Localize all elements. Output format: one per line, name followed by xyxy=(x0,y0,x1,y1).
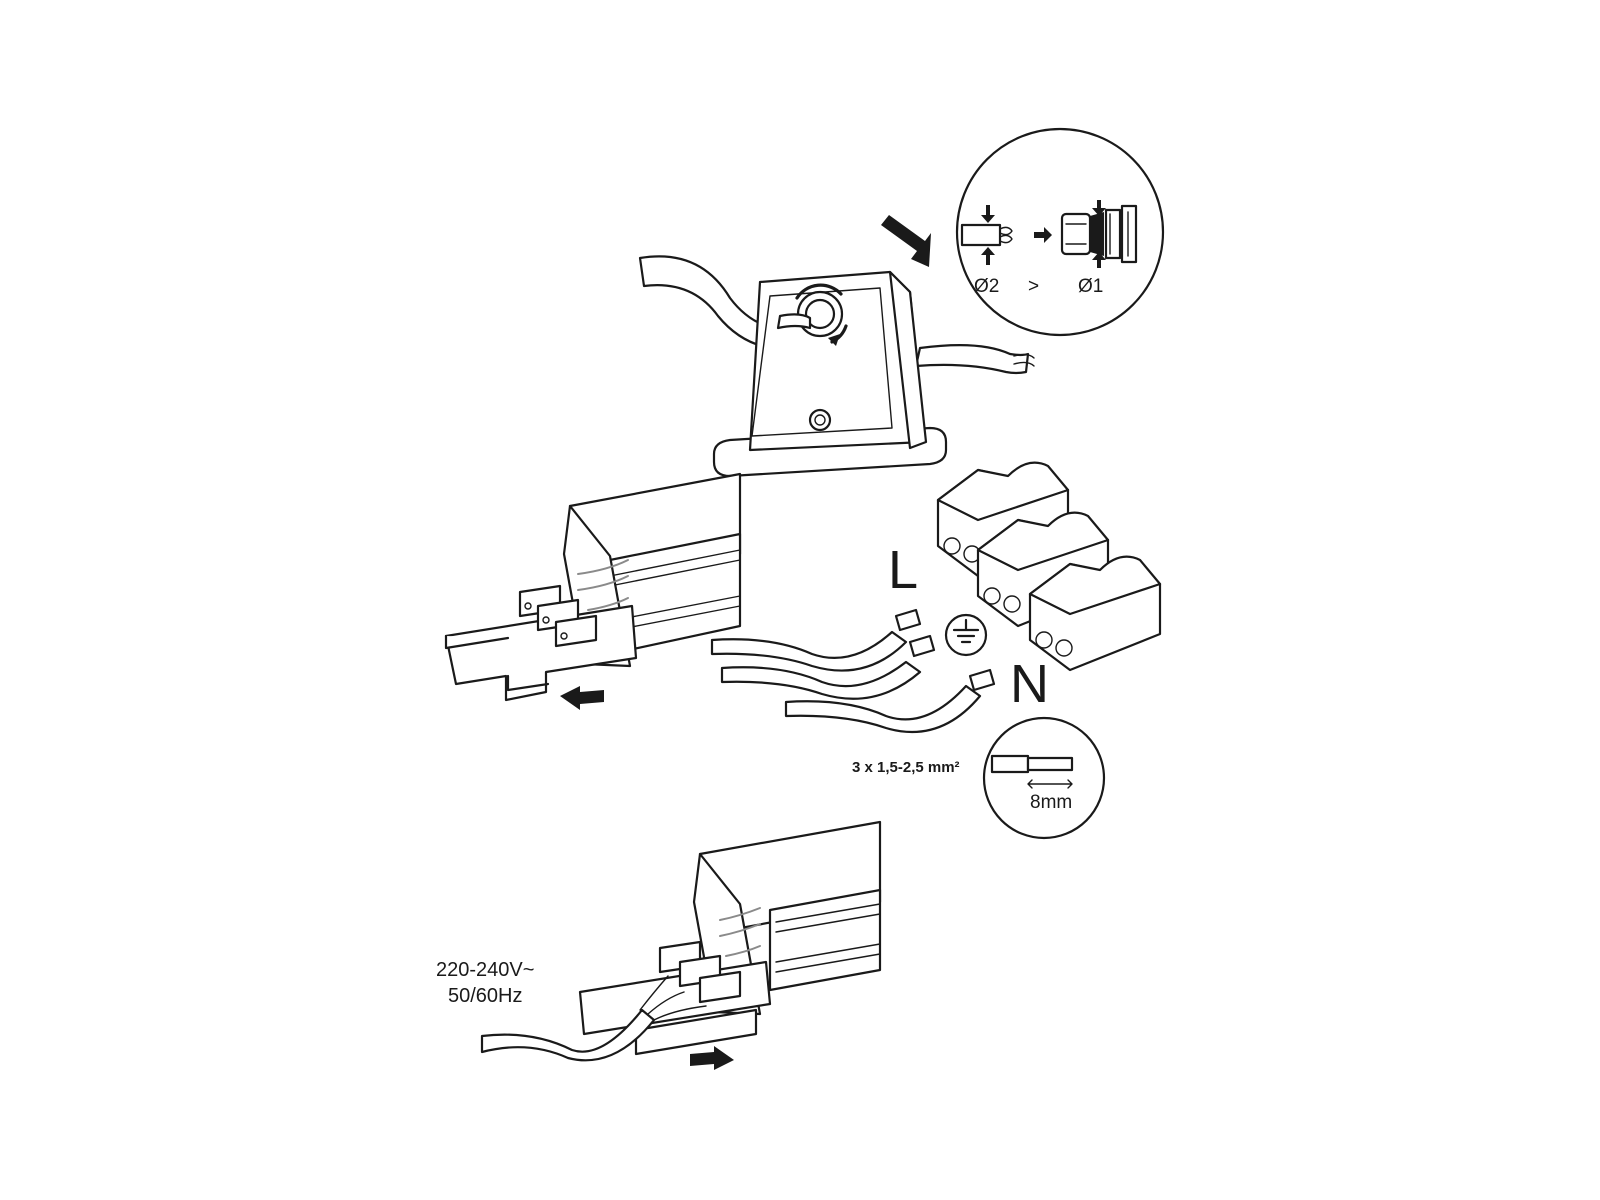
diameter-2-label: Ø2 xyxy=(974,276,999,297)
cable-end-drawing xyxy=(960,205,1013,265)
cross-section-label: 3 x 1,5-2,5 mm² xyxy=(852,759,960,776)
supply-voltage-label: 220-240V~ xyxy=(436,959,534,981)
wire-set xyxy=(710,608,996,734)
gland-diameter-inset: Ø2 > Ø1 xyxy=(955,127,1165,337)
strip-length-label: 8mm xyxy=(1030,792,1072,813)
push-in-terminals xyxy=(936,461,1162,672)
supply-frequency-label: 50/60Hz xyxy=(448,985,523,1007)
luminaire-closed-step xyxy=(480,820,882,1070)
diameter-1-label: Ø1 xyxy=(1078,276,1103,297)
arrow-slide-out-icon xyxy=(560,686,604,710)
earth-ground-icon xyxy=(944,613,988,657)
cable-gland-drawing xyxy=(1060,200,1138,268)
junction-box-step xyxy=(638,255,1035,478)
comparison-label: > xyxy=(1028,276,1039,297)
neutral-label: N xyxy=(1010,654,1049,714)
arrow-right-icon xyxy=(1034,227,1052,243)
mini-connectors-connected xyxy=(658,940,742,1004)
live-label: L xyxy=(888,540,918,600)
luminaire-open-step xyxy=(444,472,742,710)
mini-connectors xyxy=(518,584,598,648)
arrow-pointer-icon xyxy=(881,215,931,267)
arrow-slide-in-icon xyxy=(690,1046,734,1070)
strip-length-inset: 8mm xyxy=(982,716,1106,840)
